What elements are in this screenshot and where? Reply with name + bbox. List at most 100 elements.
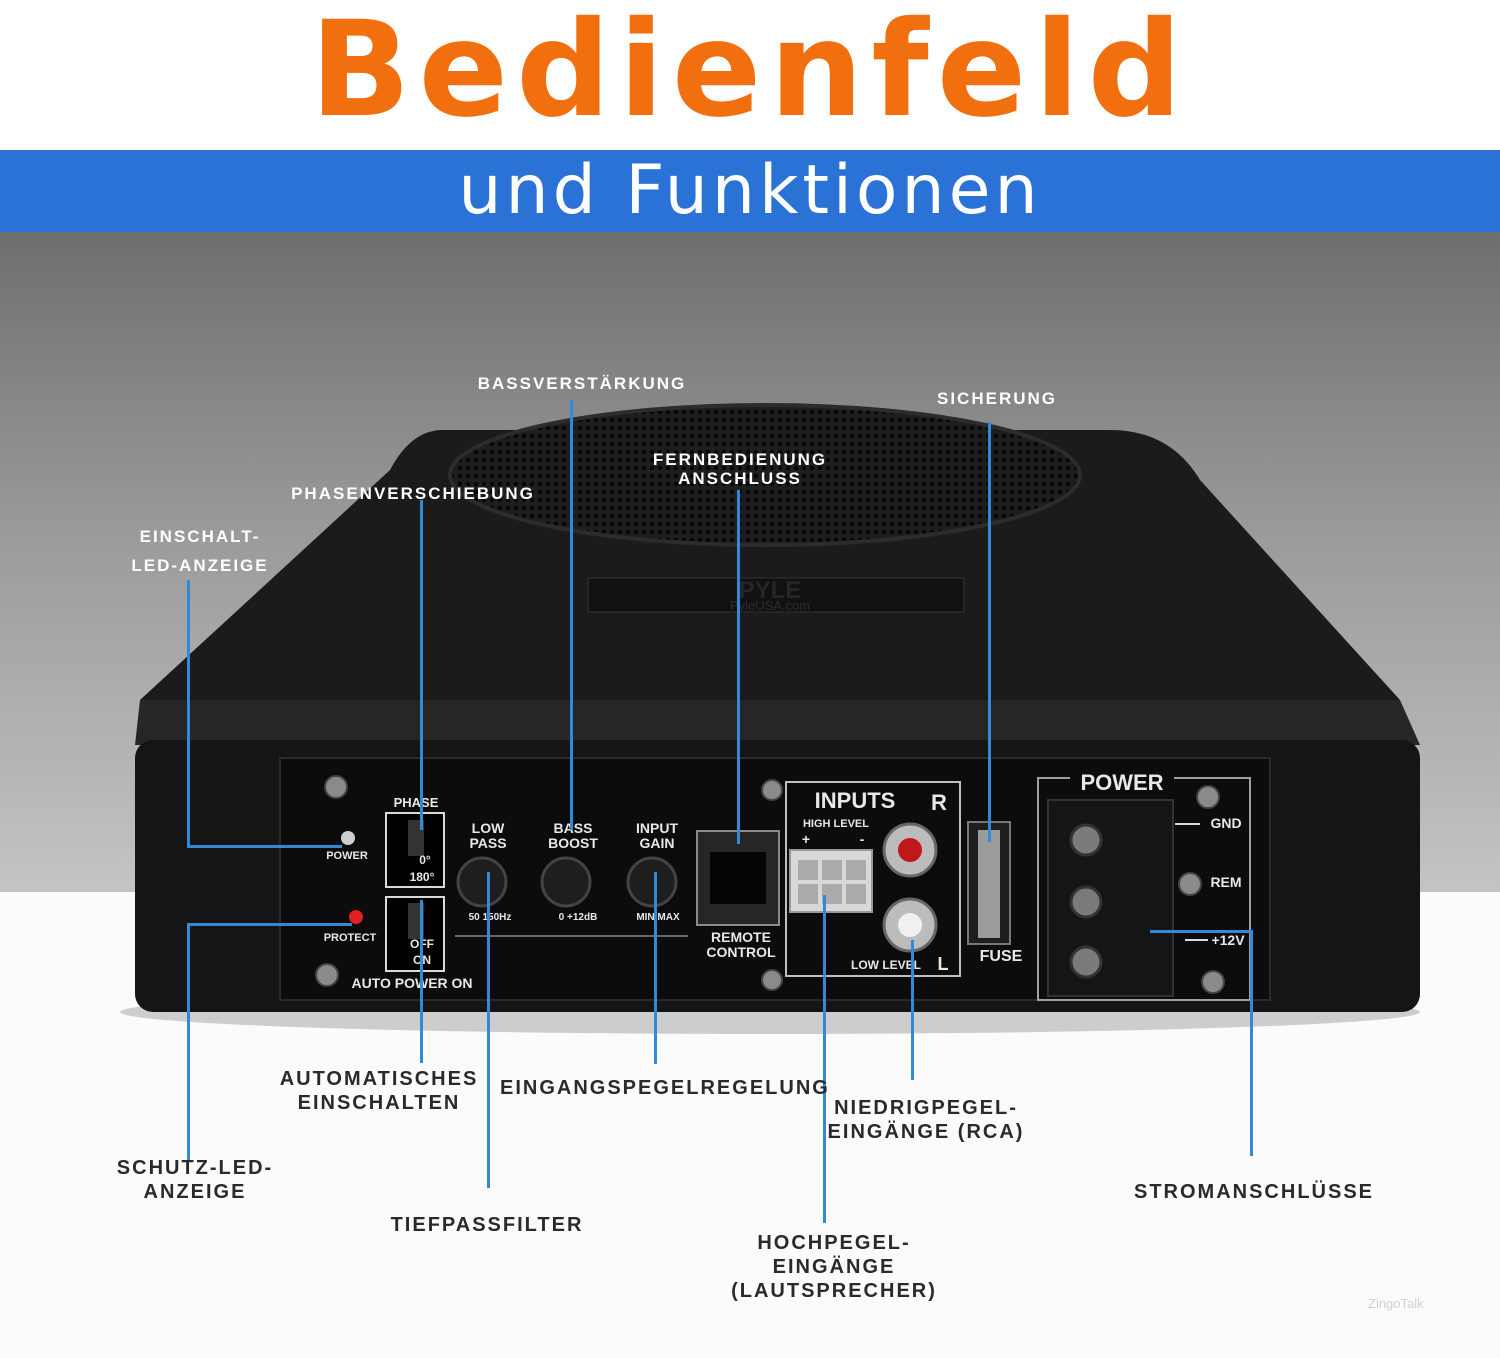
- gnd-terminal[interactable]: [1069, 823, 1103, 857]
- protect-led-icon: [349, 910, 363, 924]
- page-subtitle: und Funktionen: [458, 151, 1042, 230]
- power-terminal-block: [1047, 799, 1174, 997]
- leader-protect-v: [187, 923, 190, 1160]
- power-block-label: POWER: [1070, 770, 1174, 796]
- callout-protect-1: SCHUTZ-LED-: [116, 1157, 274, 1179]
- callout-auto-on-1: AUTOMATISCHES: [279, 1068, 479, 1090]
- device-bevel: [135, 700, 1420, 745]
- subtitle-band: [0, 150, 1500, 232]
- screw-icon: [1196, 785, 1220, 809]
- screw-icon: [324, 775, 348, 799]
- screw-icon: [315, 963, 339, 987]
- callout-high-level-2: EINGÄNGE: [772, 1256, 896, 1278]
- callout-power-led-2: LED-ANZEIGE: [131, 556, 269, 575]
- connector-pin-icon: [822, 860, 842, 880]
- low-pass-label-2: PASS: [469, 835, 507, 851]
- connector-pin-icon: [798, 884, 818, 904]
- speaker-grille: [448, 403, 1082, 547]
- leader-phase: [420, 500, 423, 830]
- leader-lowpass: [487, 872, 490, 1188]
- gain-label-1: INPUT: [636, 820, 678, 836]
- callout-power-terminals: STROMANSCHLÜSSE: [1133, 1181, 1374, 1203]
- page-title: Bedienfeld: [309, 0, 1191, 147]
- gain-knob[interactable]: [626, 856, 678, 908]
- connector-pin-icon: [822, 884, 842, 904]
- minus-label: -: [859, 831, 865, 847]
- leader-bass-boost: [570, 400, 573, 830]
- power-led-icon: [341, 831, 355, 845]
- power-led-label: POWER: [326, 850, 368, 862]
- brand-logo: PYLE: [739, 577, 802, 604]
- screw-icon: [1178, 872, 1202, 896]
- callout-lowpass: TIEFPASSFILTER: [390, 1214, 584, 1236]
- logo-plate: [587, 577, 965, 613]
- leader-high-level: [823, 895, 826, 1223]
- leader-power-led-v: [187, 580, 190, 848]
- lowpass-knob[interactable]: [456, 856, 508, 908]
- callout-high-level-3: (LAUTSPRECHER): [731, 1280, 937, 1302]
- phase-0-label: 0°: [419, 853, 431, 867]
- leader-gain: [654, 872, 657, 1064]
- screw-icon: [761, 969, 783, 991]
- plus-label: +: [801, 831, 811, 847]
- device-top: [140, 430, 1400, 700]
- fuse-label: FUSE: [979, 948, 1023, 965]
- remote-port-socket: [710, 852, 766, 904]
- leader-fuse: [988, 422, 991, 842]
- low-level-label: LOW LEVEL: [851, 958, 921, 972]
- v12-terminal[interactable]: [1069, 945, 1103, 979]
- bass-boost-knob[interactable]: [540, 856, 592, 908]
- bass-boost-label-1: BASS: [553, 820, 593, 836]
- leader-remote: [737, 490, 740, 844]
- callout-low-level-2: EINGÄNGE (RCA): [827, 1121, 1025, 1143]
- v12-label: +12V: [1211, 932, 1245, 948]
- input-l-label: L: [937, 954, 949, 974]
- protect-led-label: PROTECT: [323, 932, 377, 944]
- callout-auto-on-2: EINSCHALTEN: [297, 1092, 461, 1114]
- callout-gain: EINGANGSPEGELREGELUNG: [500, 1077, 830, 1099]
- callout-high-level-1: HOCHPEGEL-: [757, 1232, 911, 1254]
- connector-pin-icon: [798, 860, 818, 880]
- callout-bass-boost: BASSVERSTÄRKUNG: [477, 374, 687, 393]
- rem-label: REM: [1210, 874, 1242, 890]
- leader-low-level: [911, 940, 914, 1080]
- rca-left-center-icon: [898, 913, 922, 937]
- callout-protect-2: ANZEIGE: [143, 1181, 247, 1203]
- high-level-label: HIGH LEVEL: [802, 818, 869, 830]
- watermark: ZingoTalk: [1368, 1296, 1424, 1311]
- connector-pin-icon: [846, 860, 866, 880]
- callout-phase: PHASENVERSCHIEBUNG: [291, 484, 535, 503]
- callout-remote-2: ANSCHLUSS: [678, 469, 802, 488]
- leader-power-v: [1250, 930, 1253, 1156]
- gain-scale: MIN MAX: [636, 912, 680, 923]
- low-pass-scale: 50 150Hz: [468, 912, 512, 923]
- callout-remote-1: FERNBEDIENUNG: [652, 450, 828, 469]
- gnd-label: GND: [1210, 815, 1242, 831]
- rca-right-center-icon: [898, 838, 922, 862]
- rem-terminal[interactable]: [1069, 885, 1103, 919]
- brand-site: PyleUSA.com: [730, 598, 810, 613]
- auto-power-on-label: AUTO POWER ON: [351, 975, 473, 991]
- low-pass-label-1: LOW: [471, 820, 505, 836]
- fuse-icon: [978, 830, 1000, 938]
- phase-label: PHASE: [393, 795, 439, 810]
- callout-power-led-1: EINSCHALT-: [139, 527, 261, 546]
- bass-boost-scale: 0 +12dB: [558, 912, 598, 923]
- leader-power-led-h: [187, 845, 342, 848]
- callout-fuse: SICHERUNG: [936, 389, 1057, 408]
- leader-protect-h: [187, 923, 352, 926]
- leader-power-h: [1150, 930, 1253, 933]
- callout-low-level-1: NIEDRIGPEGEL-: [834, 1097, 1018, 1119]
- connector-pin-icon: [846, 884, 866, 904]
- bass-boost-label-2: BOOST: [548, 835, 598, 851]
- inputs-box: [785, 781, 961, 977]
- inputs-label: INPUTS: [814, 788, 896, 813]
- leader-auto-on: [420, 900, 423, 1063]
- remote-label-2: CONTROL: [706, 944, 776, 960]
- remote-label-1: REMOTE: [711, 929, 771, 945]
- screw-icon: [761, 779, 783, 801]
- phase-180-label: 180°: [409, 870, 435, 884]
- screw-icon: [1201, 970, 1225, 994]
- input-r-label: R: [931, 790, 947, 815]
